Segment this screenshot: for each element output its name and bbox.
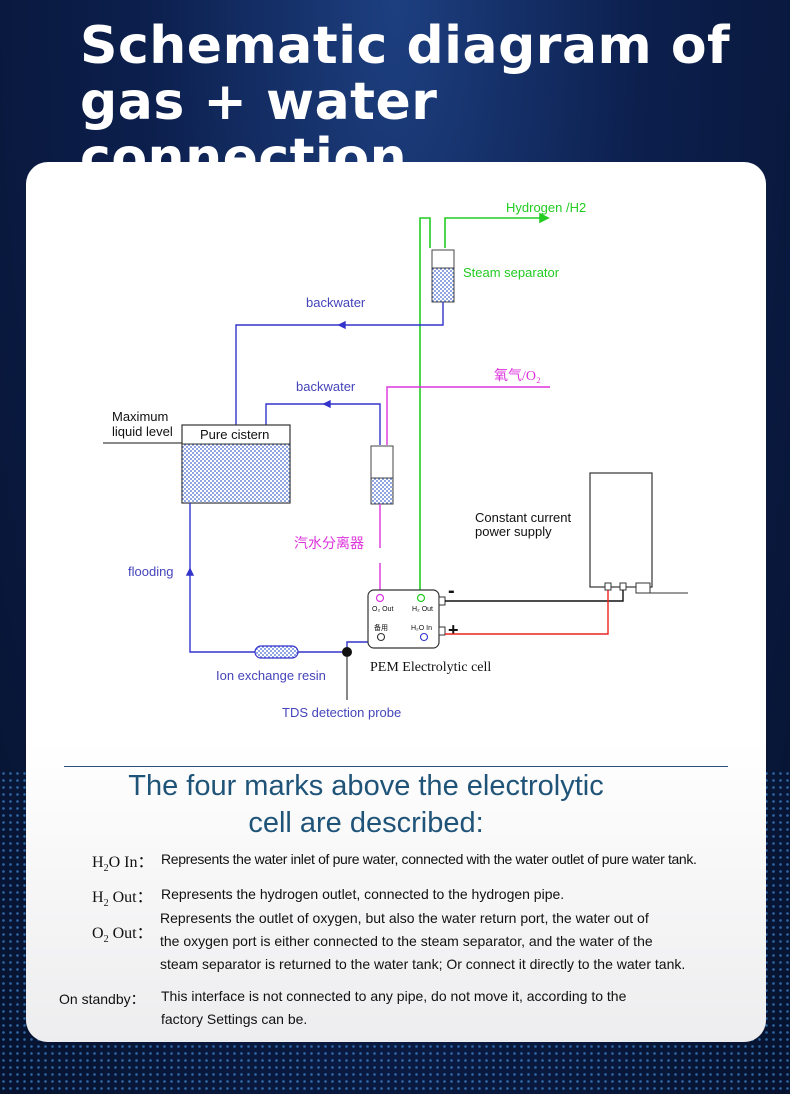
negative-wire (445, 590, 624, 602)
steam-separator-middle (370, 445, 394, 548)
standby-description-1: This interface is not connected to any p… (161, 988, 627, 1004)
chinese-separator-label: 汽水分离器 (294, 535, 364, 552)
steam-separator-top (431, 249, 455, 303)
hydrogen-pipe (419, 212, 550, 598)
o2-out-mark-label: O2 Out： (92, 925, 153, 946)
power-supply (589, 472, 688, 594)
backwater-top-pipe (235, 302, 444, 426)
steam-separator-label: Steam separator (463, 265, 560, 280)
o2-out-port-label: O₂ Out (372, 606, 393, 613)
minus-sign: - (448, 580, 455, 602)
pure-cistern-label: Pure cistern (200, 427, 269, 442)
max-level-label-2: liquid level (112, 424, 173, 439)
section-heading-1: The four marks above the electrolytic (128, 770, 604, 802)
plus-sign: + (448, 620, 459, 640)
h2o-in-port-label: H₂O In (411, 625, 432, 632)
title-line-1: Schematic diagram of (80, 16, 731, 76)
pem-cell-label: PEM Electrolytic cell (370, 660, 491, 675)
tds-probe-label: TDS detection probe (282, 705, 401, 720)
section-heading-2: cell are described: (248, 807, 484, 839)
power-supply-label-2: power supply (475, 524, 552, 539)
pure-cistern (181, 424, 291, 504)
h2o-in-mark-label: H2O In： (92, 854, 154, 875)
oxygen-label: 氧气/O₂ (494, 368, 541, 384)
section-heading: The four marks above the electrolytic ce… (64, 768, 668, 842)
standby-description-2: factory Settings can be. (161, 1011, 308, 1027)
backwater-mid-pipe (265, 399, 381, 445)
flooding-pipe (185, 503, 368, 653)
h2-out-port-label: H₂ Out (412, 606, 433, 613)
standby-port-label: 备用 (374, 623, 388, 632)
section-divider (64, 766, 728, 767)
ion-exchange-resin (254, 645, 299, 659)
hydrogen-label: Hydrogen /H2 (506, 200, 586, 215)
oxygen-pipe (379, 386, 550, 590)
positive-wire (445, 590, 609, 635)
o2-out-description-1: Represents the outlet of oxygen, but als… (160, 910, 649, 926)
power-supply-label-1: Constant current (475, 510, 571, 525)
backwater-top-label: backwater (306, 295, 366, 310)
pem-cell (367, 589, 446, 649)
h2-out-description: Represents the hydrogen outlet, connecte… (161, 886, 565, 902)
max-level-label-1: Maximum (112, 409, 168, 424)
o2-out-description-3: steam separator is returned to the water… (160, 956, 686, 972)
tds-probe (342, 647, 352, 700)
flooding-label: flooding (128, 564, 174, 579)
o2-out-description-2: the oxygen port is either connected to t… (160, 933, 653, 949)
standby-mark-label: On standby： (59, 991, 145, 1007)
h2-out-mark-label: H2 Out： (92, 889, 153, 910)
backwater-mid-label: backwater (296, 379, 356, 394)
ion-resin-label: Ion exchange resin (216, 668, 326, 683)
h2o-in-description: Represents the water inlet of pure water… (161, 851, 697, 867)
